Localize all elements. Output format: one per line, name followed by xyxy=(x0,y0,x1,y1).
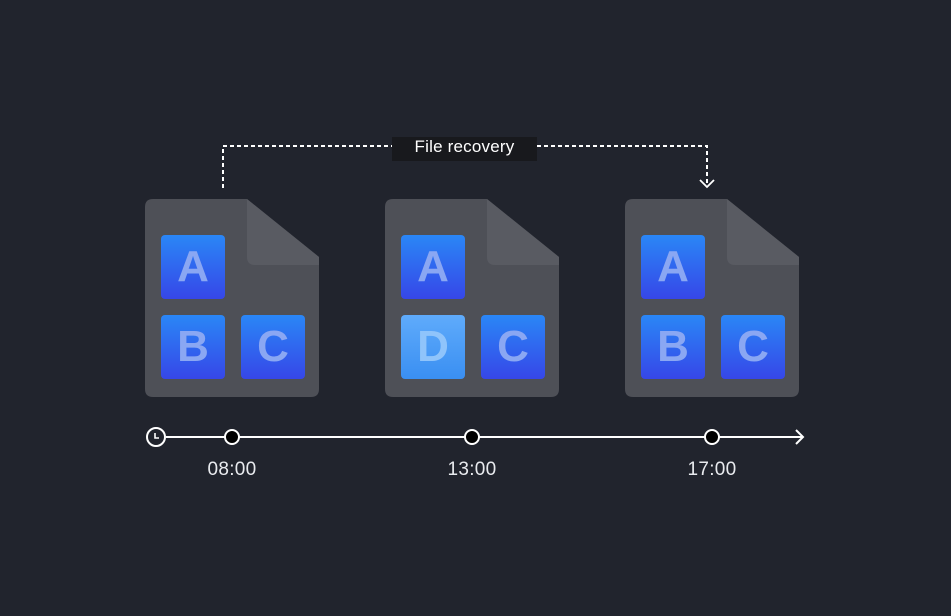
time-label-0800: 08:00 xyxy=(207,459,257,480)
block-letter: B xyxy=(657,322,689,371)
block-c: C xyxy=(721,315,785,379)
recovery-label: File recovery xyxy=(392,137,537,161)
block-letter: D xyxy=(417,322,449,371)
recovery-arrowhead-icon xyxy=(699,179,715,189)
recovery-line-left xyxy=(222,145,392,188)
block-letter: A xyxy=(657,242,689,291)
block-c: C xyxy=(241,315,305,379)
block-a: A xyxy=(401,235,465,299)
block-b-restored: B xyxy=(641,315,705,379)
block-letter: A xyxy=(177,242,209,291)
block-letter: B xyxy=(177,322,209,371)
time-label-1300: 13:00 xyxy=(447,459,497,480)
file-version-1700: A B C xyxy=(625,199,801,397)
file-version-0800: A B C xyxy=(145,199,321,397)
block-a: A xyxy=(161,235,225,299)
block-c: C xyxy=(481,315,545,379)
block-letter: C xyxy=(737,322,769,371)
recovery-label-text: File recovery xyxy=(414,137,515,156)
block-letter: C xyxy=(257,322,289,371)
block-letter: C xyxy=(497,322,529,371)
block-b: B xyxy=(161,315,225,379)
recovery-line-right xyxy=(537,145,708,186)
file-version-1300: A D C xyxy=(385,199,561,397)
block-letter: A xyxy=(417,242,449,291)
block-a: A xyxy=(641,235,705,299)
time-label-1700: 17:00 xyxy=(687,459,737,480)
block-d-changed: D xyxy=(401,315,465,379)
